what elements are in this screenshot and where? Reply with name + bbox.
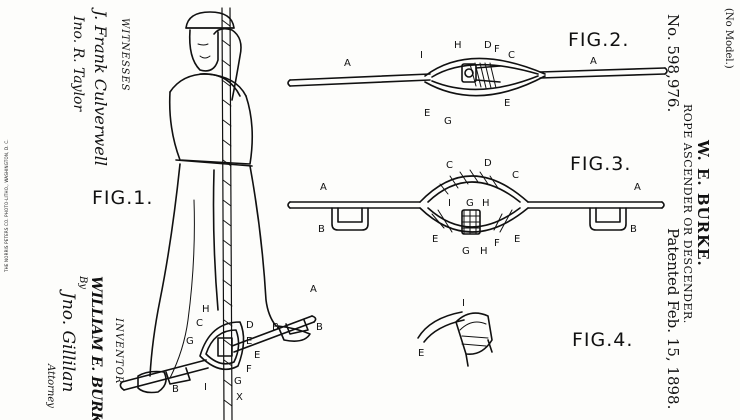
ref-label: H [482,198,490,209]
ref-label: G [186,336,194,347]
fig4-drawing [417,311,493,367]
ref-label: A [320,182,327,193]
fig3-labels: A A B B C D C I G H E E F G H [318,158,641,257]
ref-label: H [480,246,488,257]
ref-label: D [246,320,254,331]
fig4-title: FIG.4. [572,329,633,351]
ref-label: D [484,158,492,169]
fig2-drawing [287,57,668,97]
fig2-labels: A A I H D F C E E G [344,40,597,127]
ref-label: B [272,322,279,333]
ref-label: E [418,348,424,359]
ref-label: I [420,50,423,61]
patentee-name: W. E. BURKE. [694,140,712,267]
witnesses-heading: WITNESSES [119,18,130,92]
ref-label: B [172,384,179,395]
ref-label: A [634,182,641,193]
ref-label: E [246,336,252,347]
model-note: (No Model.) [723,8,734,69]
ref-label: D [484,40,492,51]
by-label: By [77,276,88,289]
fig2-title: FIG.2. [568,29,629,51]
ref-label: G [444,116,452,127]
witness-signature: J. Frank Culverwell [91,10,110,166]
ref-label: E [504,98,510,109]
ref-label: B [630,224,637,235]
ref-label: A [344,58,351,69]
ref-label: F [494,238,500,249]
ref-label: B [318,224,325,235]
ref-label: C [508,50,515,61]
fig3-drawing [287,169,665,235]
ref-label: E [432,234,438,245]
ref-label: I [448,198,451,209]
fig1-labels: A B B H C G D E E F G I B X [172,284,323,403]
patent-title: ROPE ASCENDER OR DESCENDER. [681,104,694,324]
patent-number: No. 598,976. [664,14,682,113]
ref-label: I [204,382,207,393]
ref-label: H [202,304,210,315]
ref-label: F [494,44,500,55]
ref-label: A [590,56,597,67]
ref-label: B [316,322,323,333]
ref-label: E [254,350,260,361]
inventor-heading: INVENTOR [113,318,124,385]
fig1-drawing [119,7,317,420]
ref-label: I [462,298,465,309]
ref-label: C [512,170,519,181]
ref-label: G [234,376,242,387]
fig1-title: FIG.1. [92,187,153,209]
attorney-label: Attorney [45,364,56,408]
ref-label: A [310,284,317,295]
ref-label: E [424,108,430,119]
ref-label: C [196,318,203,329]
fig3-title: FIG.3. [570,153,631,175]
ref-label: E [514,234,520,245]
patent-date: Patented Feb. 15, 1898. [664,228,682,410]
fig4-labels: I E [418,298,465,359]
attorney-signature: Jno. Gillilan [58,292,78,393]
ref-label: G [466,198,474,209]
ref-label: X [236,392,243,403]
inventor-name: WILLIAM E. BURKE. [88,276,104,420]
ref-label: F [246,364,252,375]
ref-label: C [446,160,453,171]
printer-credit: THE NORRIS PETERS CO. PHOTO-LITHO., WASH… [4,139,9,272]
witness-signature: Ino. R. Taylor [70,16,86,112]
ref-label: G [462,246,470,257]
ref-label: H [454,40,462,51]
